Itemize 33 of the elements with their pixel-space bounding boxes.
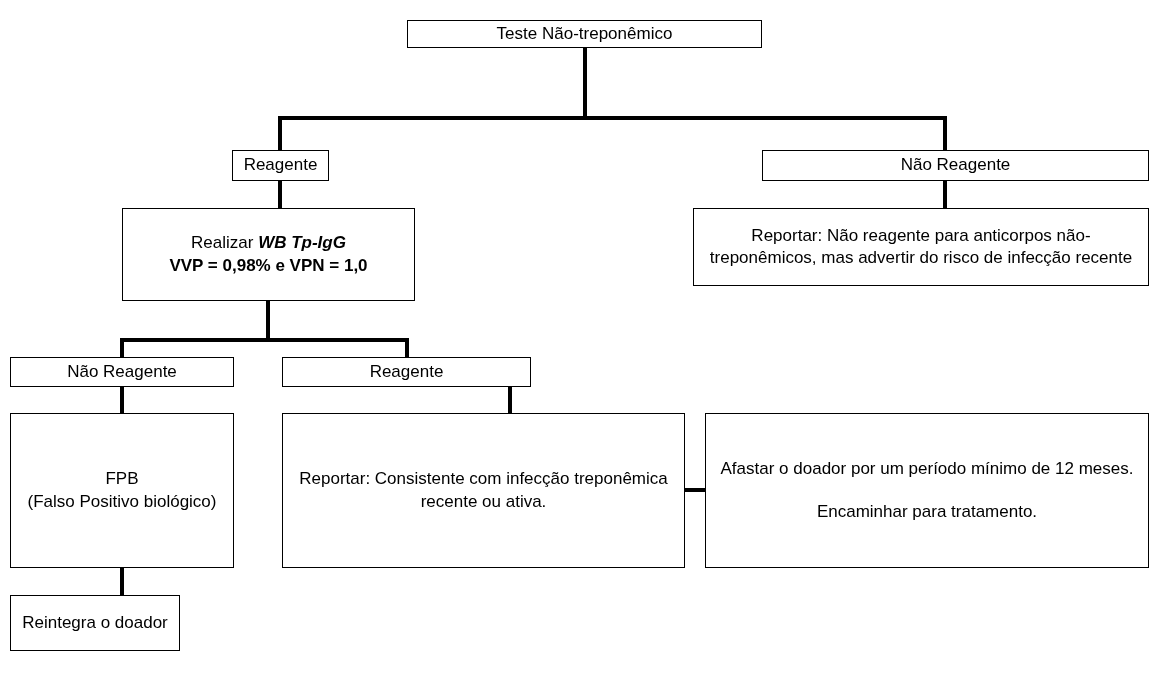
box-text: Reportar: Não reagente para anticorpos não-treponêmicos, mas advertir do risco de infecção recente [708,224,1134,269]
box-text: Não Reagente [900,154,1011,177]
connector-line [266,301,409,357]
connector-line [583,48,947,150]
connector-line [120,387,124,413]
flow-box [407,20,762,48]
flow-box [232,150,329,181]
connector-line [943,181,947,208]
connector-line [278,181,282,208]
box-text: Encaminhar para tratamento. [816,500,1038,523]
flow-box [10,357,234,387]
box-text: Teste Não-treponêmico [496,22,673,45]
flow-box [282,413,685,568]
flow-box [10,595,180,651]
box-text: Não Reagente [67,360,177,383]
box-text: (Falso Positivo biológico) [27,490,217,513]
flow-box [693,208,1149,286]
connector-line [685,488,705,492]
box-text: Reportar: Consistente com infecção treponêmica recente ou ativa. [298,468,669,513]
box-text: Reagente [369,360,444,383]
flow-box [282,357,531,387]
box-text: Reintegra o doador [22,611,168,634]
flow-box [10,413,234,568]
flow-box [705,413,1149,568]
flow-box [122,208,415,301]
box-text: Afastar o doador por um período mínimo de 12 meses. [720,458,1134,481]
box-text: Reagente [243,154,318,177]
flow-box [762,150,1149,181]
connector-line [120,568,124,595]
box-text: Realizar WB Tp-IgG [191,232,346,255]
box-text: VVP = 0,98% e VPN = 1,0 [169,254,368,277]
connector-line [508,387,512,413]
box-text: FPB [105,468,139,491]
